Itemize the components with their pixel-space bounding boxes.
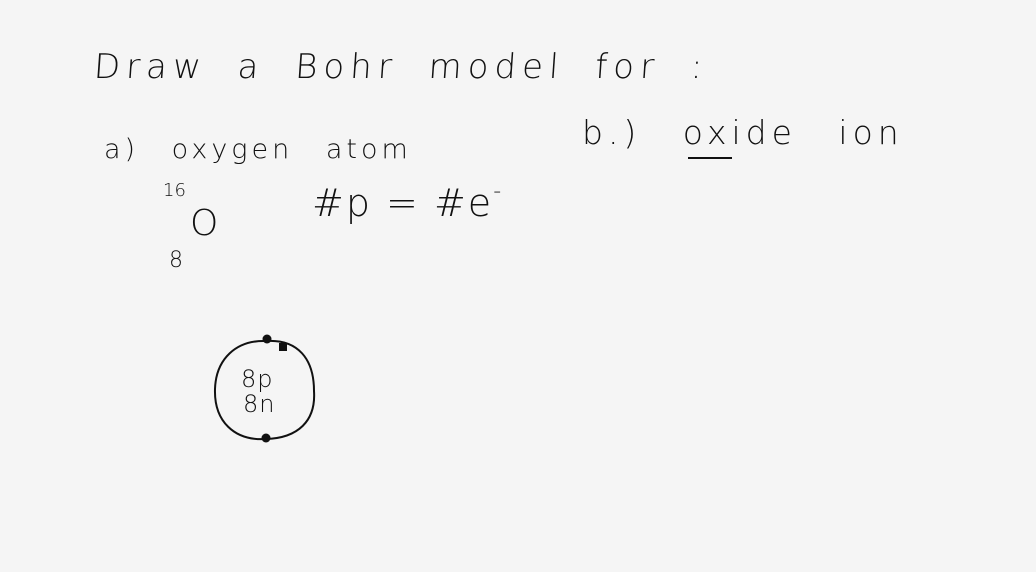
equation-superscript: - — [493, 179, 504, 204]
element-symbol: O — [190, 203, 219, 244]
equation-text: #p = #e — [312, 181, 494, 225]
nucleus-protons: 8p — [241, 365, 274, 393]
mass-number: 16 — [163, 180, 186, 201]
bohr-diagram — [213, 334, 316, 443]
proton-electron-equation: #p = #e- — [312, 179, 504, 225]
electron-layer — [261, 334, 287, 443]
prompt-title: Draw a Bohr model for : — [92, 47, 710, 87]
part-b-label: b.) oxide ion — [582, 113, 904, 152]
electron-2 — [279, 343, 287, 351]
electron-3 — [261, 433, 271, 443]
nucleus-neutrons: 8n — [243, 390, 276, 418]
atomic-number: 8 — [169, 248, 183, 273]
suffix-underline — [688, 157, 732, 159]
electron-1 — [262, 334, 272, 344]
part-a-label: a) oxygen atom — [104, 134, 412, 165]
